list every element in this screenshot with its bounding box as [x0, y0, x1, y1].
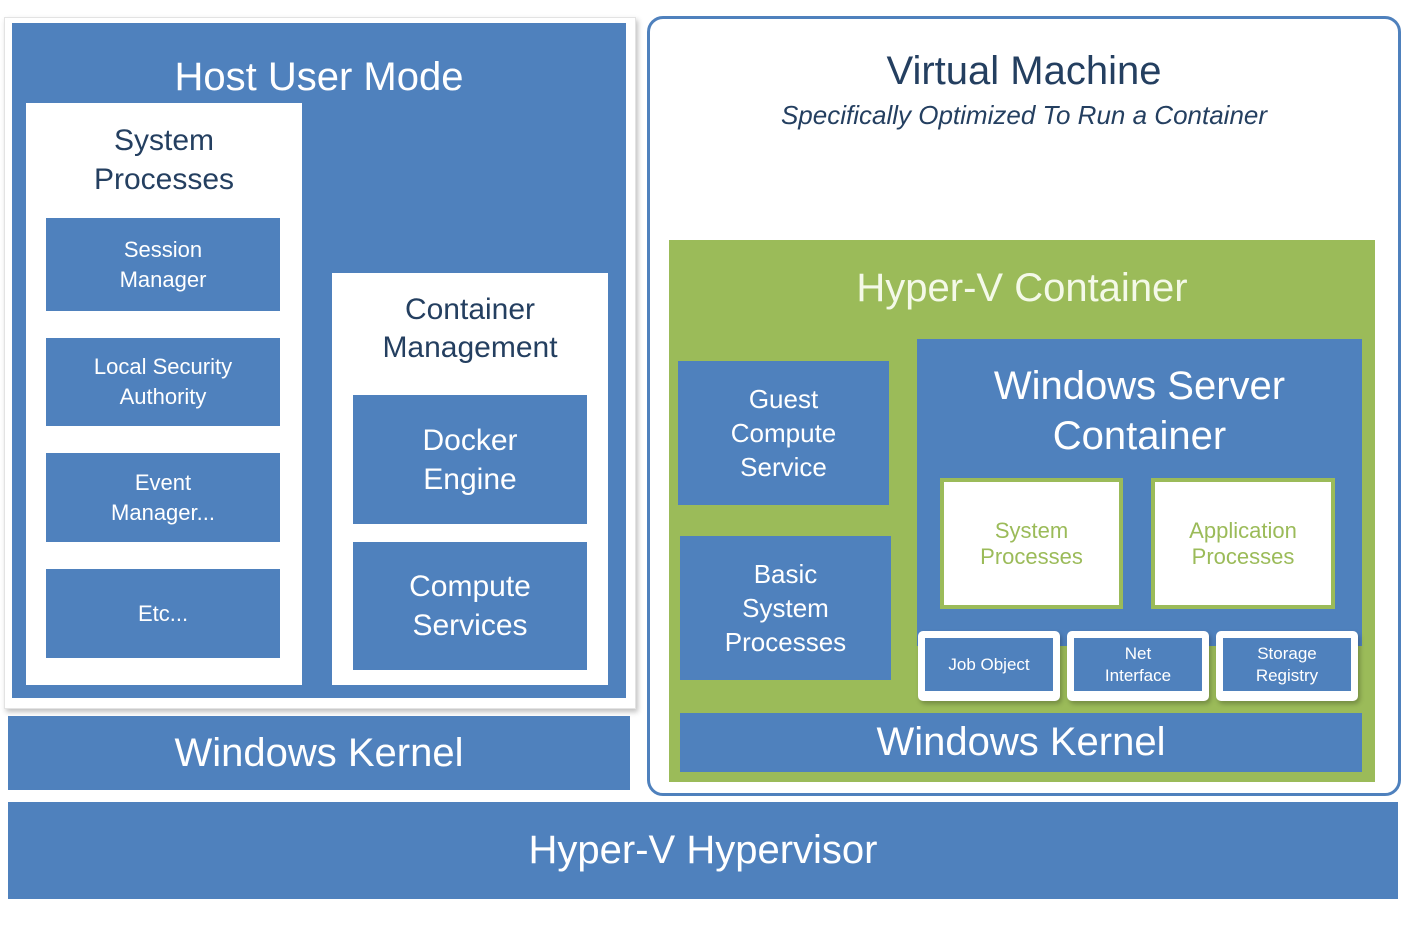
- hyperv-container-title: Hyper-V Container: [856, 266, 1188, 310]
- box-label: Docker: [422, 423, 518, 457]
- box-label: Storage: [1257, 643, 1317, 663]
- guest-compute-service-box: Guest Compute Service: [678, 361, 889, 505]
- vm-windows-kernel: Windows Kernel: [680, 713, 1362, 772]
- box-label: System: [742, 593, 829, 623]
- box-label: Event: [134, 469, 192, 495]
- box-label: Manager...: [111, 499, 215, 525]
- box-label: Guest: [748, 384, 819, 414]
- box-label: Authority: [119, 384, 207, 409]
- hyperv-hypervisor-label: Hyper-V Hypervisor: [528, 828, 878, 872]
- system-processes-title-line: System: [113, 124, 215, 157]
- wsc-title-line: Container: [1052, 414, 1227, 458]
- net-interface-box: Net Interface: [1074, 638, 1202, 691]
- wsc-system-processes-box: System Processes: [940, 478, 1123, 609]
- box-label: Services: [412, 609, 528, 642]
- box-label: Compute: [409, 570, 531, 603]
- session-manager-box: Session Manager: [46, 218, 280, 311]
- virtual-machine-subtitle: Specifically Optimized To Run a Containe…: [780, 100, 1268, 130]
- box-label: System: [994, 517, 1069, 543]
- system-processes-title: System Processes: [26, 121, 302, 199]
- box-label: Manager: [119, 266, 207, 292]
- host-windows-kernel: Windows Kernel: [8, 716, 630, 790]
- basic-system-processes-box: Basic System Processes: [680, 536, 891, 680]
- wsc-application-processes-box: Application Processes: [1151, 478, 1335, 609]
- box-label: Job Object: [948, 654, 1030, 674]
- box-label: Session: [123, 236, 203, 262]
- box-label: Registry: [1255, 665, 1319, 685]
- container-management-title-line: Management: [382, 331, 558, 364]
- box-label: Engine: [423, 462, 517, 496]
- etc-box: Etc...: [46, 569, 280, 658]
- wsc-title-line: Windows Server: [993, 364, 1286, 408]
- system-processes-title-line: Processes: [93, 163, 235, 196]
- container-management-title: Container Management: [332, 291, 608, 367]
- storage-registry-box: Storage Registry: [1223, 638, 1351, 691]
- job-object-box: Job Object: [925, 638, 1053, 691]
- box-label: Net: [1124, 643, 1152, 663]
- box-label: Processes: [980, 543, 1083, 569]
- box-label: Local Security: [93, 354, 233, 379]
- vm-windows-kernel-label: Windows Kernel: [876, 720, 1166, 764]
- box-label: Basic: [753, 559, 818, 589]
- compute-services-box: Compute Services: [353, 542, 587, 670]
- event-manager-box: Event Manager...: [46, 453, 280, 542]
- hyperv-hypervisor: Hyper-V Hypervisor: [8, 802, 1398, 899]
- docker-engine-box: Docker Engine: [353, 395, 587, 524]
- box-label: Service: [740, 452, 827, 482]
- box-label: Interface: [1104, 665, 1172, 685]
- box-label: Etc...: [137, 600, 189, 626]
- virtual-machine-title: Virtual Machine: [886, 49, 1162, 93]
- box-label: Processes: [724, 627, 847, 657]
- host-user-mode-title: Host User Mode: [174, 55, 464, 99]
- windows-server-container-title: Windows Server Container: [917, 361, 1362, 461]
- container-management-title-line: Container: [404, 293, 536, 326]
- box-label: Application: [1189, 517, 1297, 543]
- host-windows-kernel-label: Windows Kernel: [174, 730, 464, 775]
- box-label: Processes: [1191, 543, 1295, 569]
- local-security-authority-box: Local Security Authority: [46, 338, 280, 426]
- box-label: Compute: [730, 418, 837, 448]
